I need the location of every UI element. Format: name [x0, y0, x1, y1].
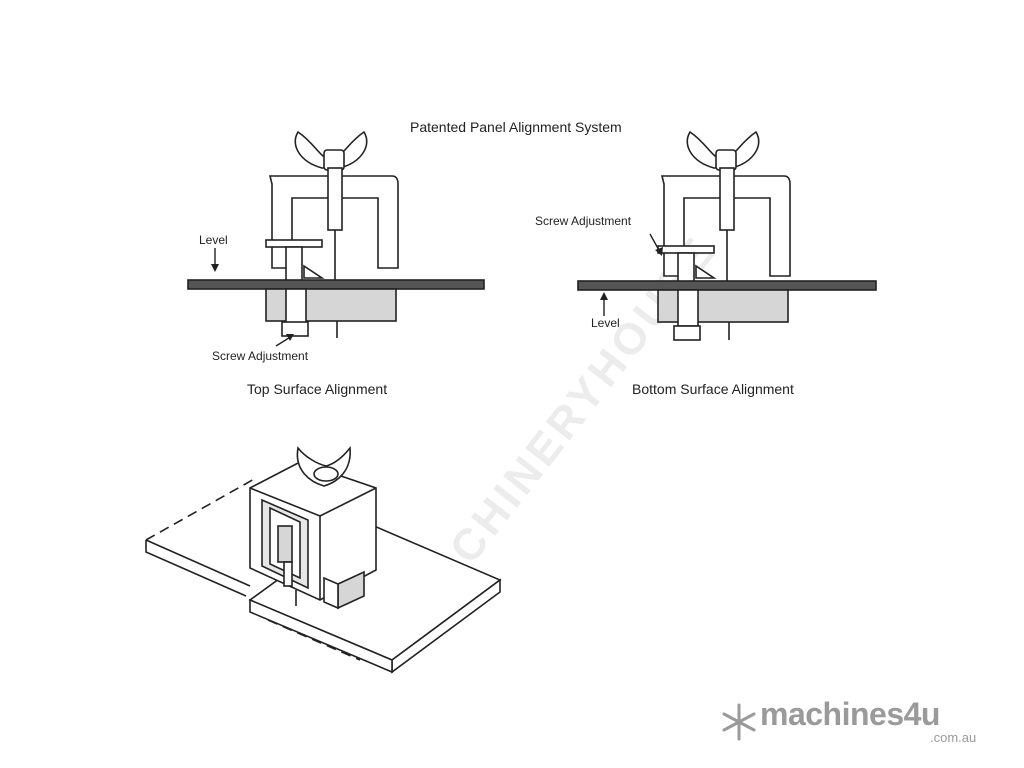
- bottom-surface-caption: Bottom Surface Alignment: [632, 381, 794, 397]
- machines4u-logo: machines4u .com.au: [722, 696, 992, 745]
- bottom-level-label: Level: [591, 316, 620, 330]
- bottom-screw-adjustment-label: Screw Adjustment: [535, 214, 632, 228]
- top-level-label: Level: [199, 233, 228, 247]
- snowflake-icon: [722, 703, 756, 741]
- logo-wordmark: machines4u: [760, 696, 940, 732]
- top-screw-adjustment-label: Screw Adjustment: [212, 349, 309, 363]
- top-surface-caption: Top Surface Alignment: [247, 381, 388, 397]
- diagram-title: Patented Panel Alignment System: [410, 119, 622, 135]
- logo-domain: .com.au: [930, 730, 977, 745]
